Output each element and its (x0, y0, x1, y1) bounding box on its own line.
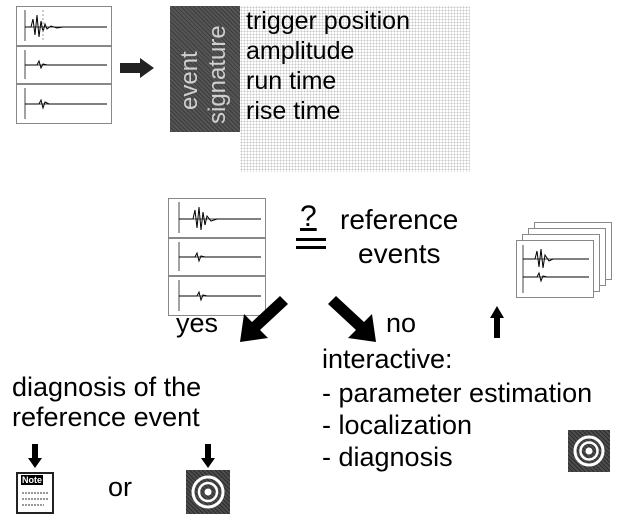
interactive-item-diagnosis: - diagnosis (322, 442, 453, 472)
compare-question-mark: ? (300, 200, 317, 233)
reference-label-line2: events (358, 238, 441, 269)
trace-thumbnail (168, 198, 266, 238)
equals-icon (296, 238, 326, 249)
trace-thumbnail (16, 84, 112, 124)
trace-waveform (178, 242, 261, 271)
trace-waveform (522, 245, 589, 293)
property-amplitude: amplitude (246, 37, 355, 65)
property-trigger-position: trigger position (246, 7, 410, 35)
trace-thumbnail (168, 276, 266, 316)
trace-waveform (24, 10, 107, 41)
interactive-item-parameter-estimation: - parameter estimation (322, 378, 593, 408)
reference-label-line1: reference (340, 204, 459, 235)
event-signature-block: event signature (170, 6, 240, 132)
trace-waveform (24, 88, 107, 119)
target-rings (573, 435, 605, 467)
branch-yes-label: yes (176, 308, 219, 338)
arrow-right-icon (120, 58, 154, 78)
arrow-down-icon (201, 444, 215, 468)
trace-thumbnail (16, 6, 112, 46)
note-lines (22, 492, 48, 506)
arrow-down-left-icon (240, 296, 288, 342)
note-icon-label: Note (21, 475, 43, 485)
arrow-down-icon (28, 444, 42, 468)
target-rings (191, 475, 225, 509)
signature-label-line2: signature (204, 25, 231, 124)
note-icon: Note (16, 472, 54, 514)
trace-waveform (24, 50, 107, 79)
arrow-up-icon (490, 306, 504, 338)
interactive-item-localization: - localization (322, 410, 473, 440)
branch-no-label: no (386, 308, 417, 338)
property-run-time: run time (246, 67, 337, 95)
target-icon (186, 470, 230, 514)
trace-thumbnail (168, 238, 266, 276)
property-rise-time: rise time (246, 97, 341, 125)
current-event-traces (168, 198, 266, 316)
signature-properties: trigger position amplitude run time rise… (240, 6, 470, 172)
trace-waveform (178, 280, 261, 311)
interactive-title: interactive: (322, 344, 453, 374)
signature-label-line1: event (176, 51, 203, 110)
diagnosis-line2: reference event (12, 402, 200, 432)
diagnosis-line1: diagnosis of the (12, 372, 202, 402)
arrow-down-right-icon (328, 296, 376, 342)
reference-events-stack (516, 222, 616, 300)
trace-thumbnail (16, 46, 112, 84)
input-traces (16, 6, 112, 124)
target-icon (568, 430, 610, 472)
or-label: or (108, 472, 133, 502)
trace-waveform (178, 202, 261, 233)
reference-trace (516, 240, 594, 298)
